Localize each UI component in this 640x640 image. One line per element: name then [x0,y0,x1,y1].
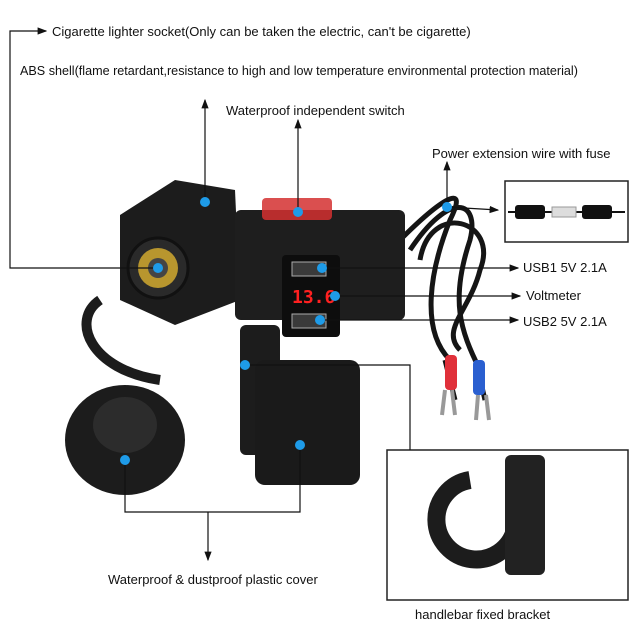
cover-strap [81,295,161,385]
label-usb2: USB2 5V 2.1A [523,314,607,329]
blue-wire-sleeve [473,360,485,395]
label-handlebar-bracket: handlebar fixed bracket [415,607,551,622]
fuse-holder-right [582,205,612,219]
fork-terminals [440,389,491,421]
socket-body [120,180,240,325]
power-wire-coil [398,195,488,401]
label-plastic-cover: Waterproof & dustproof plastic cover [108,572,318,587]
label-cigarette-socket: Cigarette lighter socket(Only can be tak… [52,24,471,39]
voltmeter-reading: 13.6 [292,287,335,308]
label-waterproof-switch: Waterproof independent switch [226,103,405,118]
callout-lines [9,27,522,562]
usb-cover [255,360,360,485]
red-wire-sleeve [445,355,457,390]
label-voltmeter: Voltmeter [526,288,581,303]
fuse-holder-left [515,205,545,219]
handlebar-bracket [427,471,524,569]
label-power-wire: Power extension wire with fuse [432,146,611,161]
callout-dots [120,197,452,465]
label-abs-shell: ABS shell(flame retardant,resistance to … [20,64,578,78]
fuse [551,206,577,218]
label-usb1: USB1 5V 2.1A [523,260,607,275]
